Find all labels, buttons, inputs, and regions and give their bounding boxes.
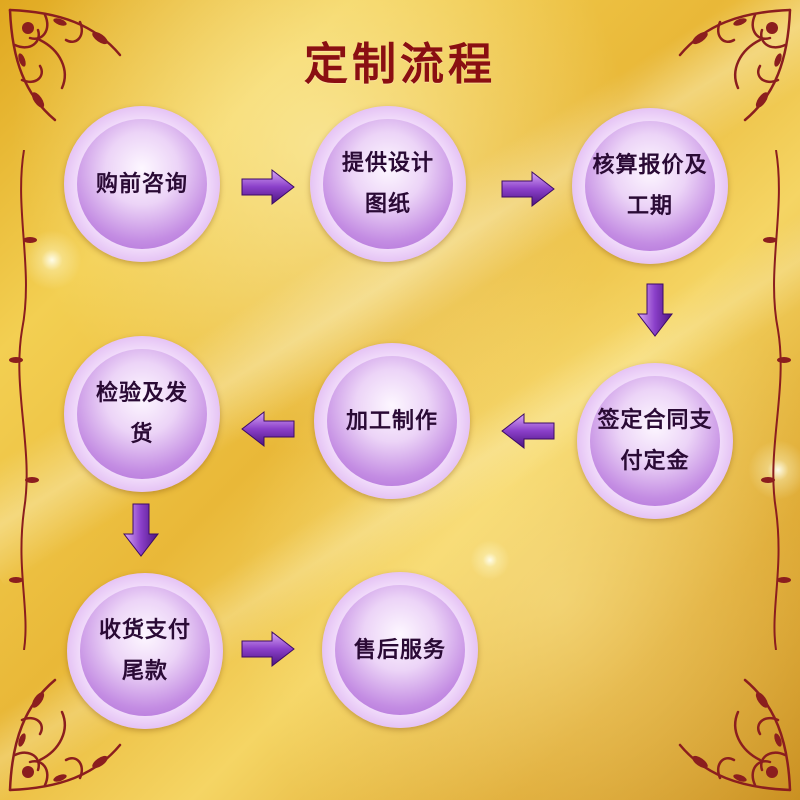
step-node-5: 加工制作 xyxy=(314,343,470,499)
step-label: 提供设计图纸 xyxy=(341,151,434,217)
step-label: 签定合同支付定金 xyxy=(597,408,713,474)
step-label: 核算报价及工期 xyxy=(592,153,708,219)
arrow-left-icon xyxy=(241,410,295,448)
corner-ornament-top-right xyxy=(678,8,792,122)
arrow-left-icon xyxy=(501,412,555,450)
diagram-title: 定制流程 xyxy=(304,39,496,90)
side-vine-left xyxy=(9,150,39,650)
step-label: 检验及发货 xyxy=(95,381,188,447)
arrow-right-icon xyxy=(241,168,295,206)
side-vine-right xyxy=(761,150,791,650)
corner-ornament-bottom-right xyxy=(678,678,792,792)
arrow-down-icon xyxy=(122,503,160,557)
step-node-6: 检验及发货 xyxy=(64,336,220,492)
step-node-8: 售后服务 xyxy=(322,572,478,728)
step-label: 售后服务 xyxy=(353,637,446,663)
arrow-down-icon xyxy=(636,283,674,337)
step-node-3: 核算报价及工期 xyxy=(572,108,728,264)
step-node-4: 签定合同支付定金 xyxy=(577,363,733,519)
step-node-7: 收货支付尾款 xyxy=(67,573,223,729)
step-node-1: 购前咨询 xyxy=(64,106,220,262)
corner-ornament-bottom-left xyxy=(8,678,122,792)
arrow-right-icon xyxy=(241,630,295,668)
arrow-right-icon xyxy=(501,170,555,208)
step-label: 加工制作 xyxy=(345,408,438,434)
step-node-2: 提供设计图纸 xyxy=(310,106,466,262)
sparkle xyxy=(470,540,510,580)
step-label: 收货支付尾款 xyxy=(98,618,191,684)
step-label: 购前咨询 xyxy=(95,171,188,197)
corner-ornament-top-left xyxy=(8,8,122,122)
